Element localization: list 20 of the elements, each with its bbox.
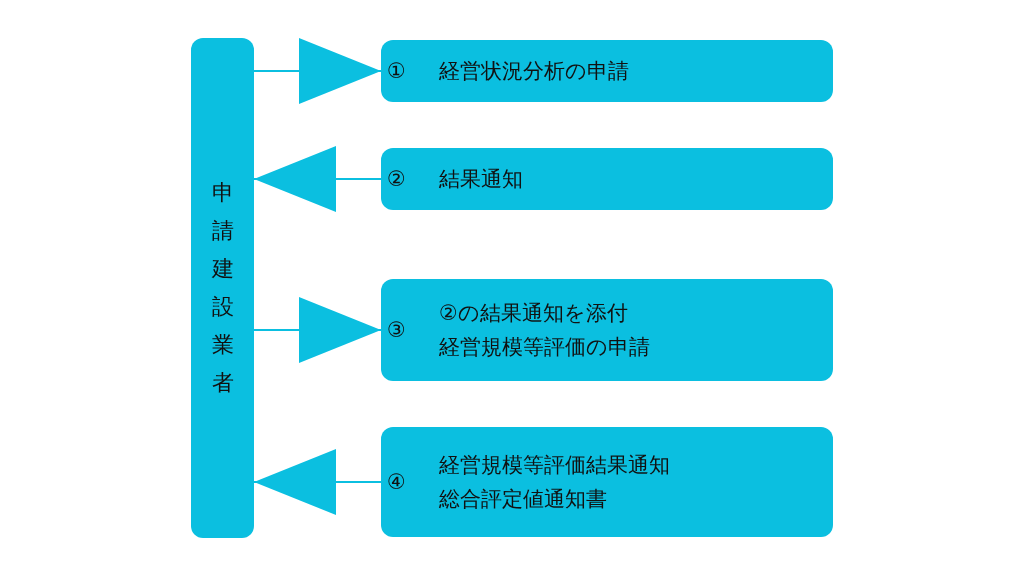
step-number: ② [387,167,407,191]
step-label: 経営状況分析の申請 [439,58,629,85]
step-label: 結果通知 [439,166,523,193]
step-label: 総合評定値通知書 [439,486,608,513]
step-label: ②の結果通知を添付 [439,300,629,327]
step-number: ③ [387,318,407,342]
arrow [253,449,382,515]
arrow [253,146,382,212]
arrow [253,297,382,363]
step-box [381,148,833,210]
arrow [253,38,382,104]
step-label: 経営規模等評価の申請 [439,334,650,361]
actor-bar [191,38,254,538]
step-number: ④ [387,470,407,494]
step-box [381,427,833,537]
step-number: ① [387,59,407,83]
step-box [381,40,833,102]
step-box [381,279,833,381]
actor-label: 申請建設業者 [210,179,235,397]
step-label: 経営規模等評価結果通知 [439,452,670,479]
